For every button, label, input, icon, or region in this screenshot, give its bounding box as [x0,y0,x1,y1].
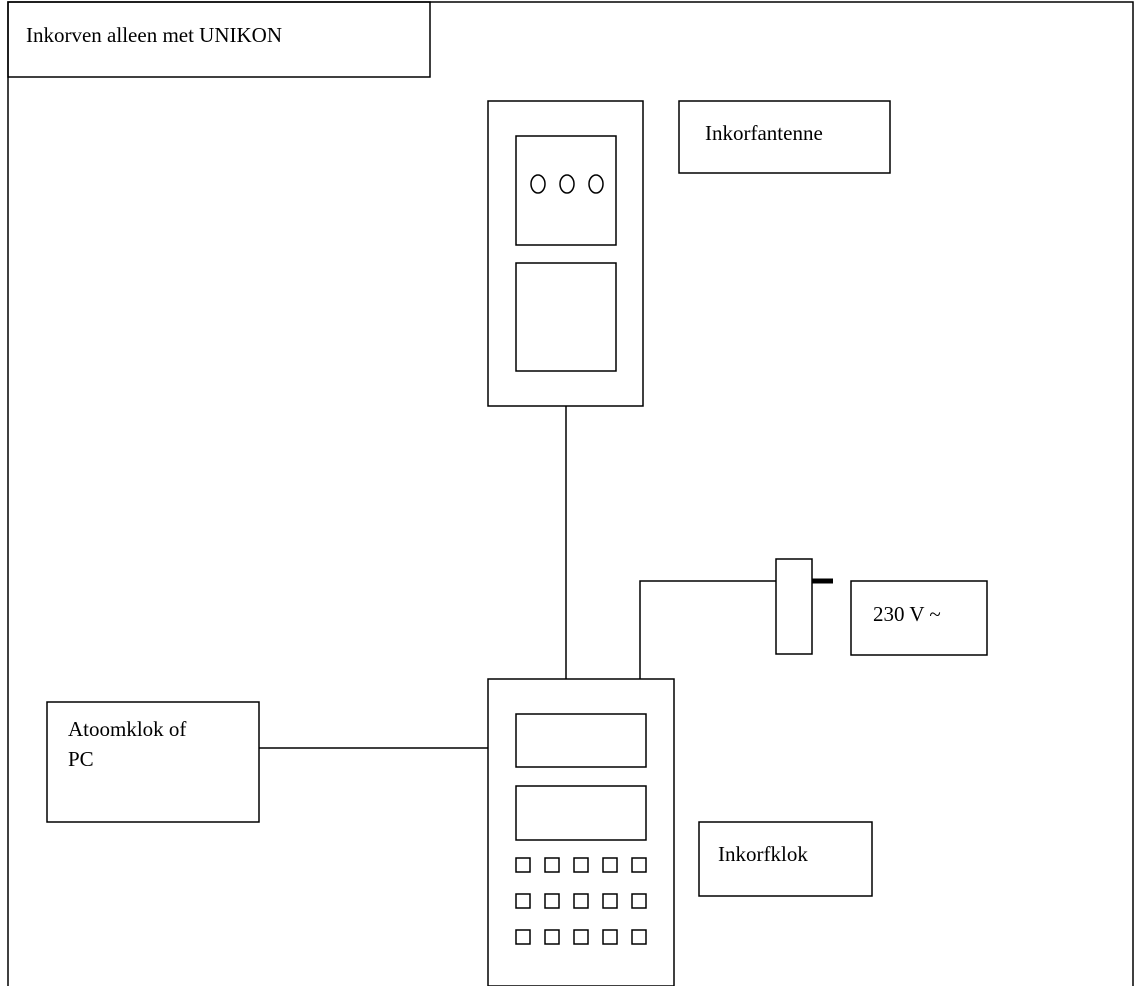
antenna-bottom-panel [515,262,617,372]
antenna-top-panel [515,135,617,246]
clock-keypad [515,857,647,945]
clock-keypad-button [544,857,560,873]
clock-label: Inkorfklok [718,842,808,866]
clock-label-box [698,821,873,897]
antenna-indicator [559,174,575,194]
page-title: Inkorven alleen met UNIKON [26,23,282,47]
clock-keypad-button [544,929,560,945]
clock-keypad-button [631,857,647,873]
clock-display-1 [515,713,647,768]
clock-keypad-button [602,857,618,873]
antenna-label-box [678,100,891,174]
atomic-clock-box [46,701,260,823]
clock-keypad-button [515,857,531,873]
clock-keypad-button [573,857,589,873]
antenna-indicator [530,174,546,194]
clock-keypad-button [544,893,560,909]
antenna-indicator [588,174,604,194]
clock-keypad-button [631,929,647,945]
antenna-device [487,100,644,407]
clock-keypad-button [602,929,618,945]
power-label-box [850,580,988,656]
clock-display-2 [515,785,647,841]
outer-frame [7,1,1134,986]
clock-keypad-button [573,893,589,909]
clock-keypad-button [573,929,589,945]
antenna-label: Inkorfantenne [705,121,823,145]
clock-keypad-button [515,893,531,909]
clock-keypad-button [515,929,531,945]
clock-keypad-button [602,893,618,909]
atomic-clock-label: Atoomklok of PC [68,717,187,771]
clock-device [487,678,675,986]
power-cable [639,580,776,679]
clock-keypad-button [631,893,647,909]
power-label: 230 V ~ [873,602,941,626]
title-box [7,1,431,78]
power-plug [775,558,813,655]
